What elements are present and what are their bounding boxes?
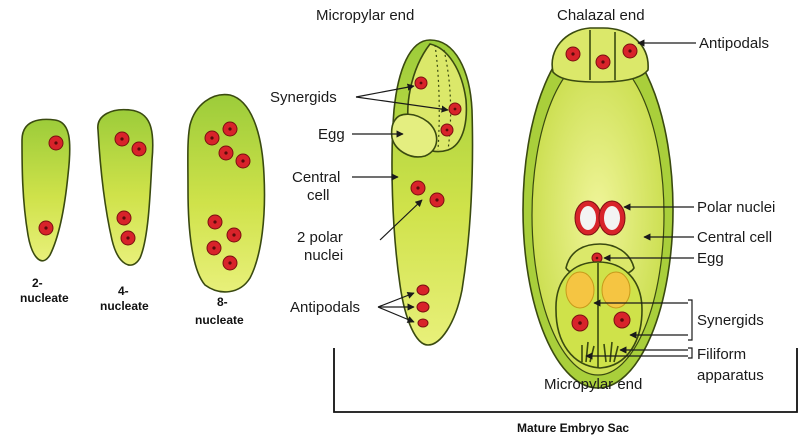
antipodals-label-right: Antipodals [699, 35, 769, 52]
egg-label-left: Egg [318, 126, 345, 143]
synergids-label-left: Synergids [270, 89, 337, 106]
filiform-label-2: apparatus [697, 367, 764, 384]
eight-nucleate-sac [187, 93, 266, 293]
antipodals-label-left: Antipodals [290, 299, 360, 316]
stage-label-3a: 8- [217, 295, 228, 309]
central-cell-label-2: cell [307, 187, 330, 204]
stage-label-1b: nucleate [20, 291, 69, 305]
central-cell-label-right: Central cell [697, 229, 772, 246]
central-cell-label-1: Central [292, 169, 340, 186]
stage-label-1a: 2- [32, 276, 43, 290]
filiform-label-1: Filiform [697, 346, 746, 363]
four-nucleate-sac [97, 108, 154, 266]
polar-nuclei-label-2: nuclei [304, 247, 343, 264]
egg-label-right: Egg [697, 250, 724, 267]
two-nucleate-sac [21, 118, 71, 262]
stage-label-2a: 4- [118, 284, 129, 298]
middle-embryo-sac [390, 39, 474, 346]
synergids-label-right: Synergids [697, 312, 764, 329]
mature-embryo-sac-title: Mature Embryo Sac [517, 421, 629, 435]
polar-nuclei-label-right: Polar nuclei [697, 199, 775, 216]
mature-embryo-sac [522, 27, 674, 389]
polar-nuclei-label-1: 2 polar [297, 229, 343, 246]
stage-label-2b: nucleate [100, 299, 149, 313]
chalazal-end-label: Chalazal end [557, 7, 645, 24]
mature-sac-bracket [333, 348, 798, 413]
micropylar-end-label-top: Micropylar end [316, 7, 414, 24]
stage-label-3b: nucleate [195, 313, 244, 327]
micropylar-end-label-bottom: Micropylar end [544, 376, 642, 393]
